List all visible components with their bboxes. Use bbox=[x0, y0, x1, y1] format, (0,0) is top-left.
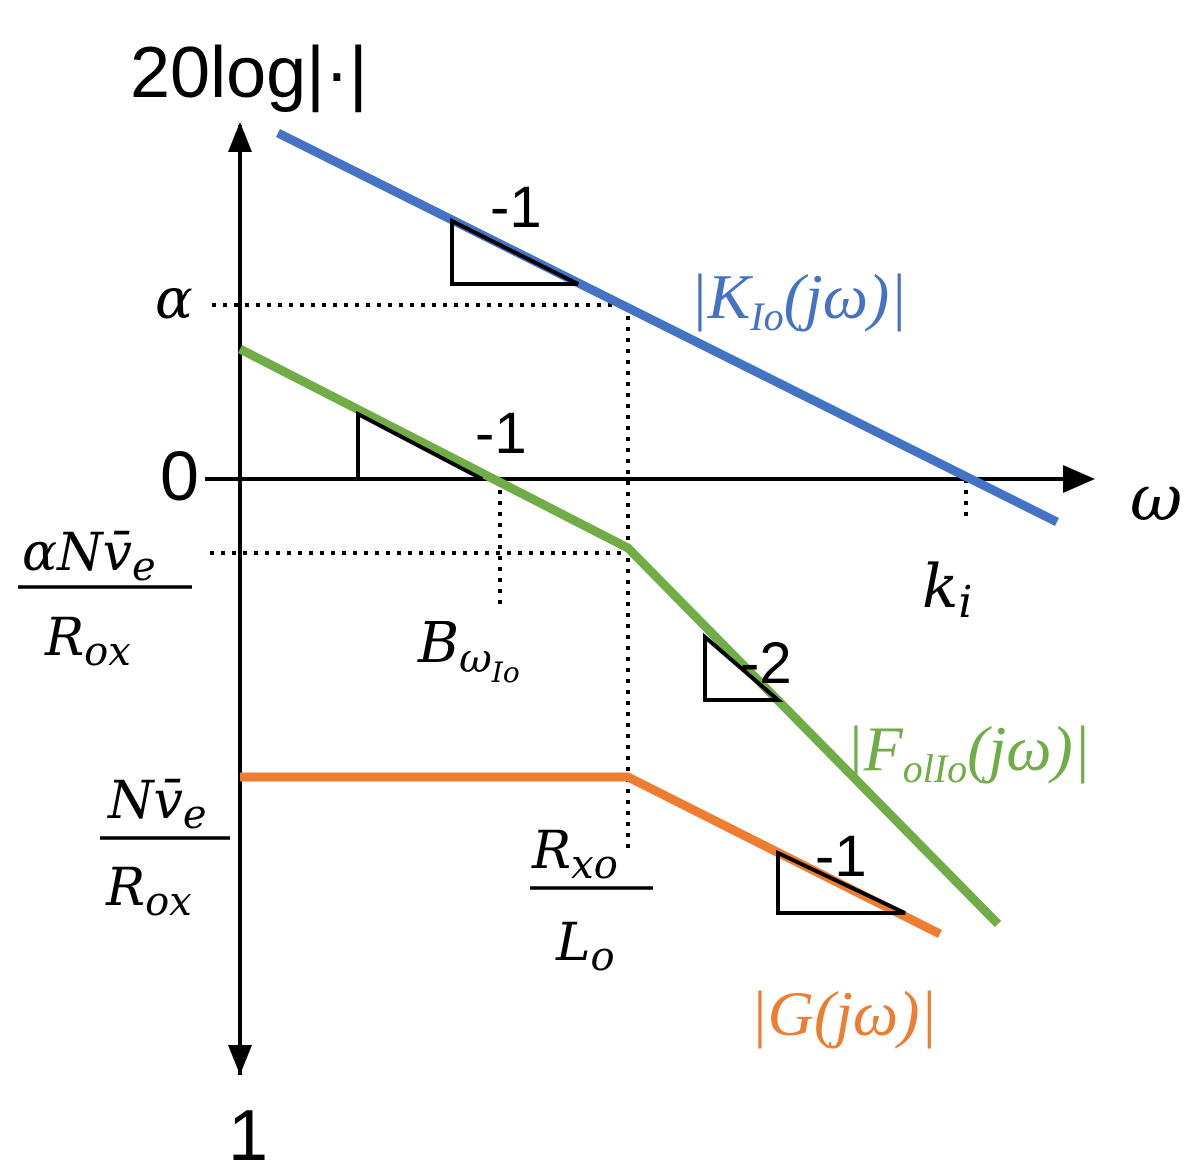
alpha-n-denominator-sub: ox bbox=[84, 629, 131, 675]
svg-text:Rxo: Rxo bbox=[531, 821, 618, 888]
y-axis-label: 20log|·| bbox=[130, 33, 368, 113]
k-curve-label: |KIo(jω)| bbox=[690, 261, 907, 339]
k-curve-label-sub: Io bbox=[749, 294, 783, 339]
ki-main: k bbox=[922, 552, 958, 622]
f-curve-label: |FolIo(jω)| bbox=[846, 713, 1090, 791]
ki-label: ki bbox=[922, 552, 972, 628]
axes bbox=[205, 122, 1095, 1075]
g-level-label: Nv̄e Rox bbox=[105, 771, 207, 925]
g-slope-triangle bbox=[776, 849, 906, 915]
g-level-numerator: N bbox=[106, 771, 155, 831]
alpha-label: α bbox=[155, 267, 193, 332]
f-curve-label-suffix: (jω)| bbox=[967, 713, 1090, 784]
g-curve-label: |G(jω)| bbox=[750, 978, 937, 1049]
y-axis-bottom-arrow bbox=[228, 1045, 252, 1075]
corner-denominator-sub: o bbox=[591, 934, 615, 980]
svg-text:ki: ki bbox=[922, 552, 972, 628]
g-level-vbar: v̄ bbox=[154, 771, 183, 831]
alpha-n-numerator-sub: e bbox=[132, 544, 156, 590]
k-curve bbox=[275, 128, 1060, 527]
f-curve bbox=[237, 344, 1002, 928]
g-level-numerator-sub: e bbox=[183, 792, 207, 838]
svg-text:Rox: Rox bbox=[44, 608, 131, 675]
y-axis-top-arrow bbox=[228, 122, 252, 152]
k-curve-label-suffix: (jω)| bbox=[784, 261, 907, 332]
f-curve-label-sub: olIo bbox=[903, 746, 967, 791]
f-low-slope-triangle bbox=[356, 410, 483, 481]
slope-triangles bbox=[356, 217, 906, 915]
alpha-n-vbar: v̄ bbox=[103, 523, 132, 583]
x-axis-label: ω bbox=[1130, 462, 1182, 536]
x-axis-arrow bbox=[1063, 465, 1095, 493]
corner-numerator: R bbox=[531, 821, 571, 881]
svg-text:Lo: Lo bbox=[555, 913, 615, 980]
bandwidth-subsub: Io bbox=[491, 656, 520, 689]
k-slope-label: -1 bbox=[490, 175, 542, 240]
alpha-n-level-label: αNv̄e Rox bbox=[22, 523, 156, 675]
f-high-slope-triangle bbox=[703, 632, 784, 702]
f-high-slope-label: -2 bbox=[740, 631, 792, 696]
bandwidth-main: B bbox=[417, 611, 459, 676]
g-level-denominator-sub: ox bbox=[145, 879, 192, 925]
svg-text:Rox: Rox bbox=[105, 858, 192, 925]
g-curve-label-text: |G(jω)| bbox=[750, 978, 937, 1049]
alpha-n-denominator: R bbox=[44, 608, 84, 668]
svg-text:αNv̄e: αNv̄e bbox=[22, 523, 156, 590]
bandwidth-label: BωIo bbox=[417, 611, 520, 689]
fraction-bars bbox=[18, 585, 653, 890]
curves bbox=[237, 128, 1060, 939]
guide-lines bbox=[210, 303, 968, 848]
g-level-denominator: R bbox=[105, 858, 145, 918]
ki-sub: i bbox=[958, 577, 972, 628]
corner-numerator-sub: xo bbox=[571, 842, 618, 888]
corner-denominator: L bbox=[555, 913, 591, 973]
k-slope-triangle bbox=[450, 217, 579, 286]
svg-text:Nv̄e: Nv̄e bbox=[106, 771, 207, 838]
alpha-n-numerator: αN bbox=[22, 523, 104, 583]
y-axis-bottom-label: 1 bbox=[228, 1096, 268, 1174]
f-curve-label-prefix: |F bbox=[846, 713, 904, 784]
bandwidth-sub: ω bbox=[459, 636, 492, 682]
g-slope-label: -1 bbox=[815, 824, 867, 889]
zero-label: 0 bbox=[160, 437, 199, 515]
k-curve-label-prefix: |K bbox=[690, 261, 754, 332]
svg-text:BωIo: BωIo bbox=[417, 611, 520, 689]
corner-frequency-label: Rxo Lo bbox=[531, 821, 618, 980]
f-low-slope-label: -1 bbox=[475, 401, 527, 466]
